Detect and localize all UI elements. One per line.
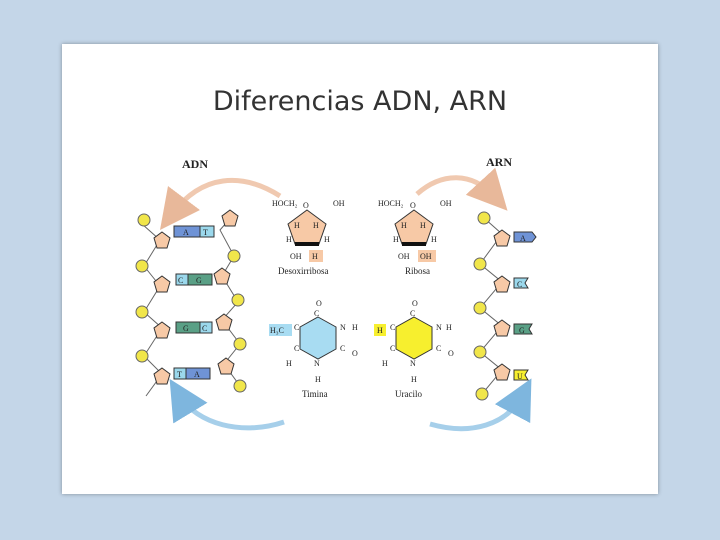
arn-base-a: A	[513, 231, 537, 243]
svg-text:A: A	[194, 370, 200, 379]
svg-text:C: C	[410, 309, 415, 318]
svg-text:C: C	[340, 344, 345, 353]
svg-text:N: N	[436, 323, 442, 332]
arrow-adn-top	[159, 177, 282, 230]
ribose-caption: Ribosa	[405, 266, 430, 276]
arn-base-g: G	[513, 323, 533, 335]
svg-text:O: O	[303, 201, 309, 210]
svg-text:H: H	[382, 359, 388, 368]
sugar	[153, 231, 171, 249]
svg-text:H: H	[286, 235, 292, 244]
deoxyribose-caption: Desoxirribosa	[278, 266, 329, 276]
arrow-arn-top	[415, 167, 508, 211]
adn-pair-2: C G	[175, 273, 213, 286]
sugar	[213, 267, 231, 285]
phosphate	[135, 305, 149, 319]
phosphate	[231, 293, 245, 307]
svg-text:C: C	[294, 344, 299, 353]
svg-text:O: O	[316, 299, 322, 308]
svg-text:C: C	[294, 323, 299, 332]
sugar	[153, 367, 171, 385]
svg-text:C: C	[390, 323, 395, 332]
svg-text:H: H	[352, 323, 358, 332]
phosphate	[233, 337, 247, 351]
svg-text:T: T	[177, 370, 182, 379]
svg-text:H: H	[446, 323, 452, 332]
svg-text:C: C	[202, 324, 207, 333]
uracil-structure: H C O N H C O N H C C H Uracilo	[374, 299, 454, 399]
adn-heading: ADN	[182, 157, 208, 171]
svg-text:H: H	[294, 221, 300, 230]
adn-pair-3: G C	[175, 321, 213, 334]
slide: Diferencias ADN, ARN ADN ARN	[62, 44, 658, 494]
svg-text:C: C	[390, 344, 395, 353]
arn-base-c: C	[513, 277, 529, 289]
svg-text:G: G	[183, 324, 189, 333]
svg-text:O: O	[448, 349, 454, 358]
sugar	[217, 357, 235, 375]
svg-text:OH: OH	[290, 252, 302, 261]
deoxyribose-structure: HOCH₂ O OH H H H H OH H Desoxirribosa	[272, 199, 345, 276]
svg-text:H₃C: H₃C	[270, 326, 284, 335]
dna-rna-diagram: ADN ARN	[135, 155, 537, 432]
svg-text:U: U	[517, 372, 523, 381]
svg-text:H: H	[401, 221, 407, 230]
svg-text:OH: OH	[420, 252, 432, 261]
svg-text:T: T	[203, 228, 208, 237]
svg-text:H: H	[411, 375, 417, 384]
adn-pair-4: T A	[173, 367, 211, 380]
svg-text:O: O	[412, 299, 418, 308]
svg-text:OH: OH	[333, 199, 345, 208]
svg-text:H: H	[431, 235, 437, 244]
svg-text:H: H	[393, 235, 399, 244]
svg-text:HOCH₂: HOCH₂	[272, 199, 298, 208]
svg-text:C: C	[517, 280, 522, 289]
adn-pair-1: A T	[173, 225, 215, 238]
svg-text:H: H	[315, 375, 321, 384]
svg-text:C: C	[178, 276, 183, 285]
arn-heading: ARN	[486, 155, 512, 169]
arrow-adn-bottom	[169, 378, 285, 431]
arrow-arn-bottom	[429, 378, 532, 432]
svg-text:A: A	[520, 234, 526, 243]
phosphate	[227, 249, 241, 263]
svg-text:H: H	[312, 252, 318, 261]
svg-text:C: C	[436, 344, 441, 353]
svg-text:H: H	[313, 221, 319, 230]
svg-text:OH: OH	[398, 252, 410, 261]
svg-text:N: N	[340, 323, 346, 332]
sugar	[215, 313, 233, 331]
thymine-caption: Timina	[302, 389, 328, 399]
adn-double-helix	[135, 209, 247, 397]
svg-text:H: H	[286, 359, 292, 368]
svg-text:N: N	[314, 359, 320, 368]
phosphate	[135, 259, 149, 273]
sugar	[153, 275, 171, 293]
sugar	[221, 209, 239, 227]
svg-text:C: C	[314, 309, 319, 318]
svg-text:H: H	[420, 221, 426, 230]
svg-text:H: H	[377, 326, 383, 335]
arn-base-u: U	[513, 369, 529, 381]
ribose-structure: HOCH₂ O OH H H H H OH OH Ribosa	[378, 199, 452, 276]
arn-strand	[473, 211, 511, 401]
phosphate	[137, 213, 151, 227]
thymine-structure: H₃C C O N H C O N H C C H Timina	[269, 299, 358, 399]
svg-text:OH: OH	[440, 199, 452, 208]
phosphate	[233, 379, 247, 393]
phosphate	[135, 349, 149, 363]
svg-text:A: A	[183, 228, 189, 237]
svg-text:O: O	[410, 201, 416, 210]
uracil-caption: Uracilo	[395, 389, 422, 399]
svg-text:O: O	[352, 349, 358, 358]
svg-text:G: G	[196, 276, 202, 285]
svg-text:G: G	[519, 326, 525, 335]
svg-text:H: H	[324, 235, 330, 244]
svg-text:HOCH₂: HOCH₂	[378, 199, 404, 208]
slide-title: Diferencias ADN, ARN	[212, 86, 508, 117]
svg-text:N: N	[410, 359, 416, 368]
sugar	[153, 321, 171, 339]
